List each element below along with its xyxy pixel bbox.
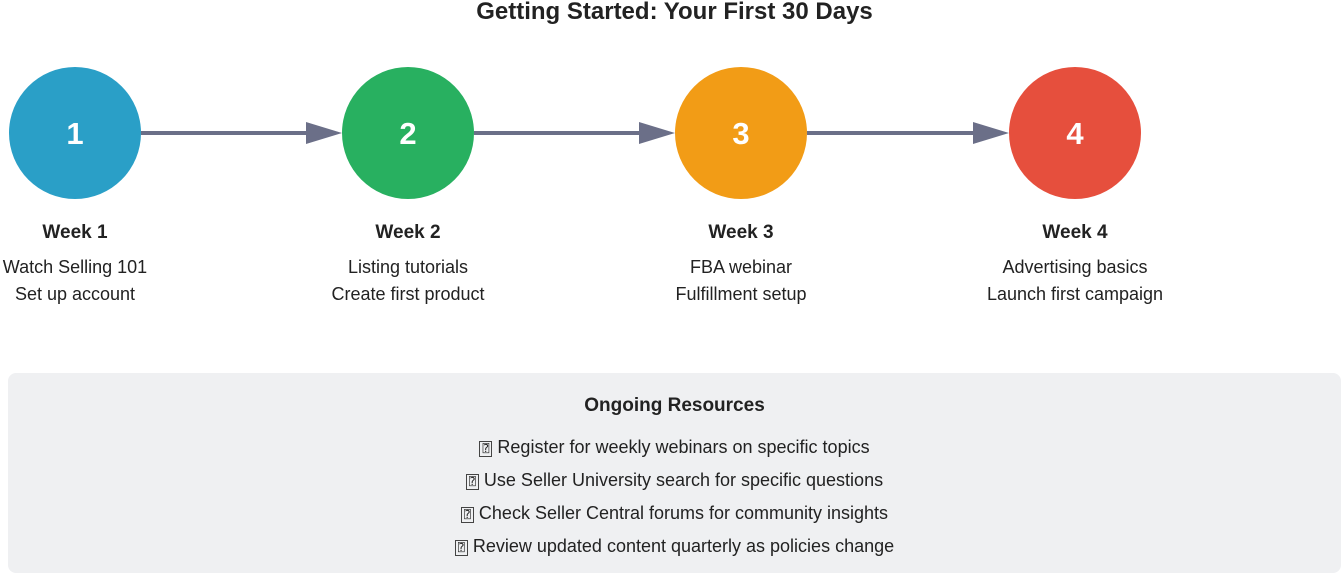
week-1-task-1: Watch Selling 101 [2,257,148,277]
resource-item-review: ⍰Review updated content quarterly as pol… [8,535,1341,557]
week-3-task-1: FBA webinar [689,257,793,277]
week-2-label: Week 2 [375,222,441,243]
resource-item-text: Review updated content quarterly as poli… [472,536,895,556]
bullet-placeholder-icon: ⍰ [460,507,474,523]
step-2-circle [342,67,474,199]
week-4-label: Week 4 [1042,222,1108,243]
step-1-number: 1 [66,116,83,151]
arrow-head [973,122,1009,144]
ongoing-resources-panel: Ongoing Resources ⍰Register for weekly w… [8,373,1341,573]
step-3-node: 3 [675,67,807,199]
step-4-number: 4 [1066,116,1084,151]
step-2-node: 2 [342,67,474,199]
step-1-node: 1 [9,67,141,199]
step-4-circle [1009,67,1141,199]
week-1-label: Week 1 [42,222,108,243]
week-2-task-2: Create first product [331,284,485,304]
step-1-circle [9,67,141,199]
week-4-task-2: Launch first campaign [986,284,1164,304]
week-3-label: Week 3 [708,222,774,243]
timeline-diagram: 1 2 3 4 [9,67,1141,199]
week-2-task-1: Listing tutorials [347,257,469,277]
step-4-node: 4 [1009,67,1141,199]
arrow-head [306,122,342,144]
diagram-title: Getting Started: Your First 30 Days [476,0,873,25]
resource-item-forums: ⍰Check Seller Central forums for communi… [8,502,1341,524]
resources-title: Ongoing Resources [584,395,765,416]
step-2-number: 2 [399,116,416,151]
resource-item-text: Register for weekly webinars on specific… [497,437,870,457]
resource-item-text: Use Seller University search for specifi… [483,470,884,490]
step-3-number: 3 [732,116,749,151]
resource-item-webinars: ⍰Register for weekly webinars on specifi… [8,436,1341,458]
arrow-2-to-3 [474,122,675,144]
week-1-task-2: Set up account [14,284,136,304]
bullet-placeholder-icon: ⍰ [454,540,468,556]
bullet-placeholder-icon: ⍰ [479,441,493,457]
week-3-task-2: Fulfillment setup [675,284,807,304]
step-3-circle [675,67,807,199]
arrow-head [639,122,675,144]
arrow-3-to-4 [807,122,1009,144]
bullet-placeholder-icon: ⍰ [465,474,479,490]
resource-item-search: ⍰Use Seller University search for specif… [8,469,1341,491]
arrow-1-to-2 [141,122,342,144]
week-4-task-1: Advertising basics [1002,257,1148,277]
resource-item-text: Check Seller Central forums for communit… [478,503,889,523]
